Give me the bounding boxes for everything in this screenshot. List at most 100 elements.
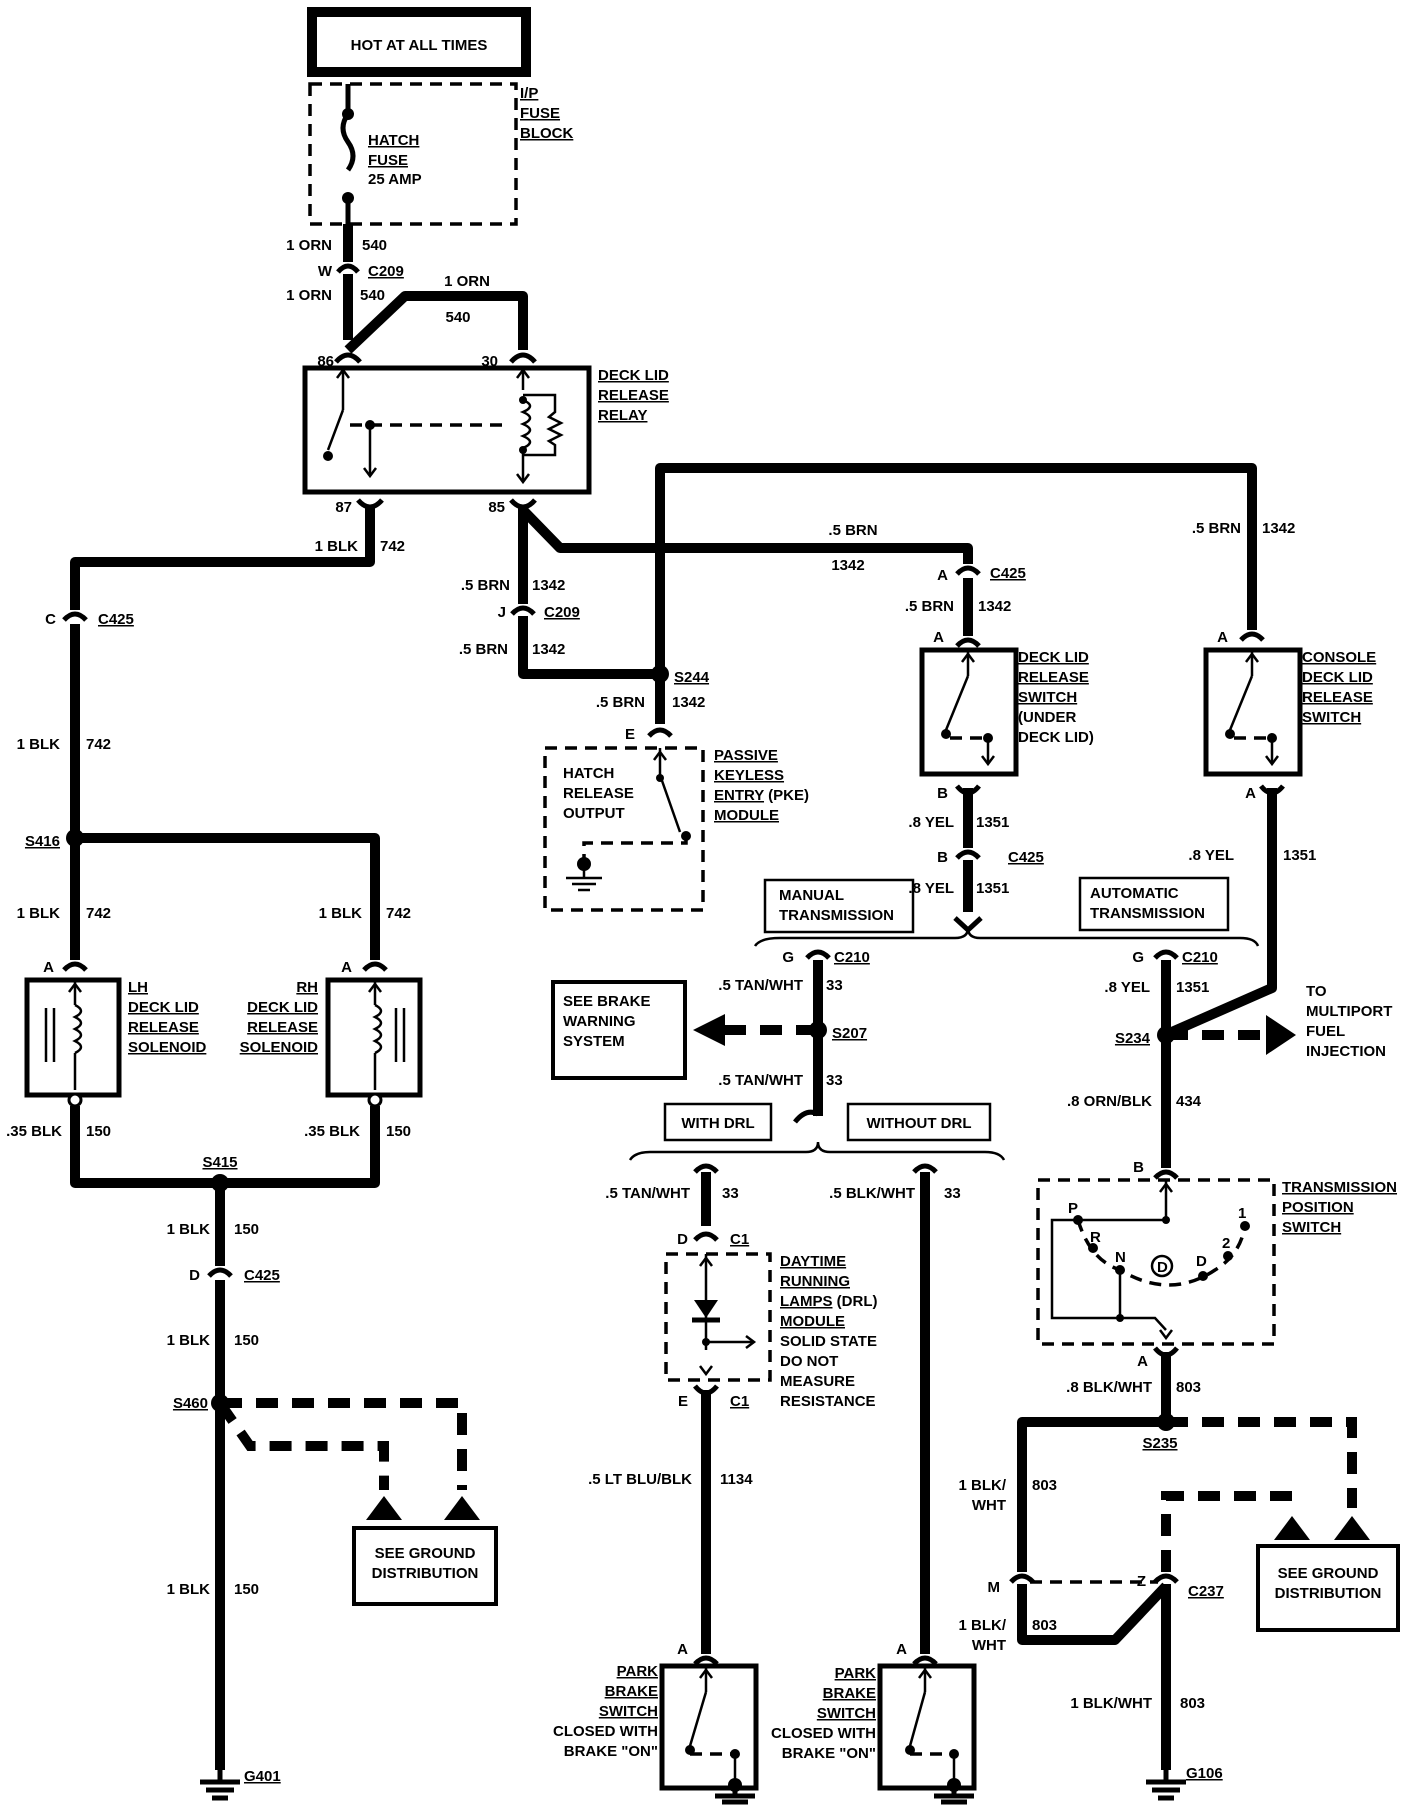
- console-deck-lid-release-switch[interactable]: CONSOLE DECK LID RELEASE SWITCH: [1203, 647, 1376, 777]
- wire-label: SWITCH: [1302, 709, 1361, 726]
- fuse-name: HATCH: [368, 132, 419, 149]
- transmission-brace: [753, 927, 1260, 947]
- wire-label: 2: [1222, 1235, 1230, 1252]
- see-brake-warning-system[interactable]: SEE BRAKE WARNING SYSTEM: [551, 980, 687, 1080]
- wire-label: PARK: [835, 1665, 877, 1682]
- transmission-position-switch: P R N D D 2 1 TRANSMISSION POSITION SWIT…: [1036, 1178, 1397, 1346]
- wire-label: .5 BRN: [905, 598, 954, 615]
- wire-label: D: [1196, 1253, 1207, 1270]
- wire-label: (UNDER: [1018, 709, 1076, 726]
- wire-label: S460: [173, 1395, 208, 1412]
- wire-label: SEE BRAKE: [563, 993, 651, 1010]
- wire-label: .5 BRN: [459, 641, 508, 658]
- wire-label: RELEASE: [247, 1019, 318, 1036]
- wire-label: KEYLESS: [714, 767, 784, 784]
- ground-g401-icon: [200, 1770, 240, 1801]
- wire-label: S416: [25, 833, 60, 850]
- wire-label: WHT: [972, 1637, 1006, 1654]
- wire-label: .8 YEL: [1188, 847, 1234, 864]
- relay-resistor-icon: [523, 393, 564, 457]
- wire-label: 1351: [976, 880, 1009, 897]
- wire-label: SWITCH: [1018, 689, 1077, 706]
- wire-label: B: [1133, 1159, 1144, 1176]
- fuse-block-label-3: BLOCK: [520, 125, 573, 142]
- wire-label: A: [1245, 785, 1256, 802]
- wire-label: 1342: [672, 694, 705, 711]
- wire-label: C210: [1182, 949, 1218, 966]
- deck-lid-release-relay: 86 30 87 85 DECK LID RELEASE RELAY: [302, 352, 669, 516]
- wire-label: 85: [488, 499, 505, 516]
- hot-label: HOT AT ALL TIMES: [351, 37, 488, 54]
- wire-label: DECK LID: [128, 999, 199, 1016]
- wire-label: 1351: [976, 814, 1009, 831]
- wire-label: 1342: [831, 557, 864, 574]
- wire-label: HATCH: [563, 765, 614, 782]
- wire-label: 86: [317, 353, 334, 370]
- see-ground-distribution-2[interactable]: SEE GROUND DISTRIBUTION: [1256, 1544, 1400, 1632]
- wire-label: 33: [826, 1072, 843, 1089]
- wire-label: BRAKE "ON": [782, 1745, 876, 1762]
- wire-label: G401: [244, 1768, 281, 1785]
- wire-label: 33: [944, 1185, 961, 1202]
- wire-label: SOLENOID: [128, 1039, 207, 1056]
- wire-label: 150: [234, 1221, 259, 1238]
- wire-label: B: [937, 785, 948, 802]
- wire-label: 1342: [978, 598, 1011, 615]
- wire-label: G106: [1186, 1765, 1223, 1782]
- wire-label: 540: [445, 309, 470, 326]
- wire-label: TRANSMISSION: [1282, 1179, 1397, 1196]
- wire-label: MULTIPORT: [1306, 1003, 1392, 1020]
- park-brake-switch-1[interactable]: A PARK BRAKE SWITCH CLOSED WITH BRAKE "O…: [553, 1641, 759, 1805]
- wire-label: SYSTEM: [563, 1033, 625, 1050]
- pke-module: HATCH RELEASE OUTPUT PASSIVE KEYLESS ENT…: [543, 746, 809, 912]
- wire-label: TRANSMISSION: [779, 907, 894, 924]
- wire-label: E: [625, 726, 635, 743]
- wire-label: DISTRIBUTION: [372, 1565, 479, 1582]
- wire-label: N: [1115, 1249, 1126, 1266]
- connector-c209-w-icon: [336, 263, 360, 274]
- diode-icon: [694, 1300, 718, 1318]
- automatic-transmission-label: AUTOMATIC TRANSMISSION: [1078, 876, 1230, 932]
- wire-label: .8 YEL: [908, 880, 954, 897]
- wire-label: SOLID STATE: [780, 1333, 877, 1350]
- wire-label: J: [498, 604, 506, 621]
- wire-label: .5 TAN/WHT: [605, 1185, 690, 1202]
- wire-label: A: [896, 1641, 907, 1658]
- wire-label: INJECTION: [1306, 1043, 1386, 1060]
- wire-label: .5 TAN/WHT: [718, 1072, 803, 1089]
- solenoid-coil-icon: [72, 1003, 83, 1055]
- with-drl-label: WITH DRL: [663, 1102, 773, 1142]
- wire-label: DECK LID: [1302, 669, 1373, 686]
- ip-fuse-block: HATCH FUSE 25 AMP I/P FUSE BLOCK: [308, 82, 573, 226]
- wire-label: 1 BLK/: [958, 1617, 1006, 1634]
- wire-label: 803: [1032, 1477, 1057, 1494]
- wire-label: E: [678, 1393, 688, 1410]
- wire-label: 1351: [1283, 847, 1316, 864]
- wire-label: 150: [234, 1581, 259, 1598]
- wire-label: WARNING: [563, 1013, 636, 1030]
- wire-label: C425: [1008, 849, 1044, 866]
- wire-label: 1 BLK: [167, 1581, 211, 1598]
- deck-lid-release-switch[interactable]: DECK LID RELEASE SWITCH (UNDER DECK LID): [919, 647, 1094, 777]
- wire-label: 1 ORN: [286, 237, 332, 254]
- wire-label: .5 BRN: [596, 694, 645, 711]
- wire-label: 742: [380, 538, 405, 555]
- relay-switch-icon: [326, 409, 345, 451]
- wire-label: WITHOUT DRL: [867, 1115, 972, 1132]
- wire-label: RELEASE: [128, 1019, 199, 1036]
- wire-label: DISTRIBUTION: [1275, 1585, 1382, 1602]
- wire-label: C237: [1188, 1583, 1224, 1600]
- wire-label: .5 LT BLU/BLK: [588, 1471, 692, 1488]
- wire-label: .5 BRN: [828, 522, 877, 539]
- wire-label: RUNNING: [780, 1273, 850, 1290]
- wire-label: 1 ORN: [286, 287, 332, 304]
- wire-label: MANUAL: [779, 887, 844, 904]
- wire-label: WITH DRL: [681, 1115, 754, 1132]
- wire-label: D: [189, 1267, 200, 1284]
- wire-label: S234: [1115, 1030, 1151, 1047]
- park-brake-switch-2[interactable]: A PARK BRAKE SWITCH CLOSED WITH BRAKE "O…: [771, 1641, 977, 1805]
- wire-label: C210: [834, 949, 870, 966]
- wire-label: D: [677, 1231, 688, 1248]
- see-ground-distribution-1[interactable]: SEE GROUND DISTRIBUTION: [352, 1526, 498, 1606]
